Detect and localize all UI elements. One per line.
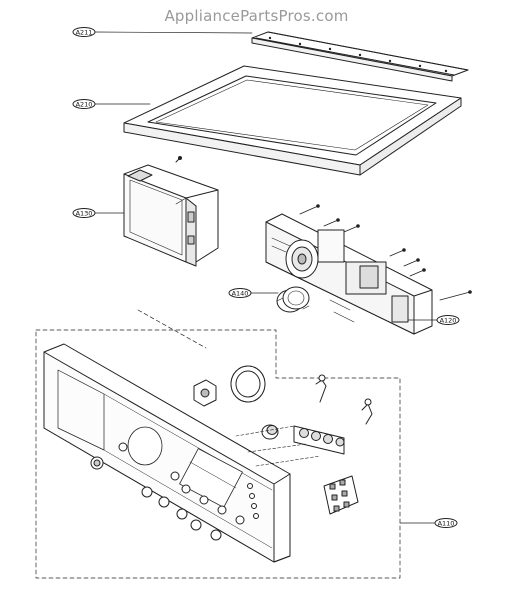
part-a130-drawer[interactable] <box>123 156 219 267</box>
part-a110-control-panel[interactable] <box>43 343 291 563</box>
panel-button-strip[interactable] <box>235 425 345 467</box>
callout-a110-label: A110 <box>438 519 455 527</box>
callout-a130-label: A130 <box>76 209 93 217</box>
panel-dial-ring[interactable] <box>230 365 266 403</box>
panel-connectors[interactable] <box>315 374 373 425</box>
callout-a211-label: A211 <box>76 28 93 36</box>
callout-a140-label: A140 <box>232 289 249 297</box>
watermark: AppliancePartsPros.com <box>164 7 349 25</box>
callout-a210-label: A210 <box>76 100 93 108</box>
panel-switch-block[interactable] <box>323 475 359 515</box>
callout-a120: A120 <box>407 315 460 325</box>
part-a211-bracket[interactable] <box>251 31 469 82</box>
callout-a120-label: A120 <box>440 316 457 324</box>
part-a140-knob[interactable] <box>276 286 310 313</box>
a110-group-boundary <box>35 309 401 579</box>
panel-small-knob[interactable] <box>261 424 279 440</box>
callout-a130: A130 <box>72 208 125 218</box>
callout-a110: A110 <box>399 518 458 528</box>
callout-a140: A140 <box>228 288 279 298</box>
callout-a211: A211 <box>72 27 253 37</box>
part-a210-top-cover[interactable] <box>123 65 462 176</box>
panel-lamp-holder[interactable] <box>193 379 217 407</box>
part-a120-pcb[interactable] <box>265 213 433 335</box>
callout-a210: A210 <box>72 99 151 109</box>
pcb-screws <box>299 204 472 301</box>
